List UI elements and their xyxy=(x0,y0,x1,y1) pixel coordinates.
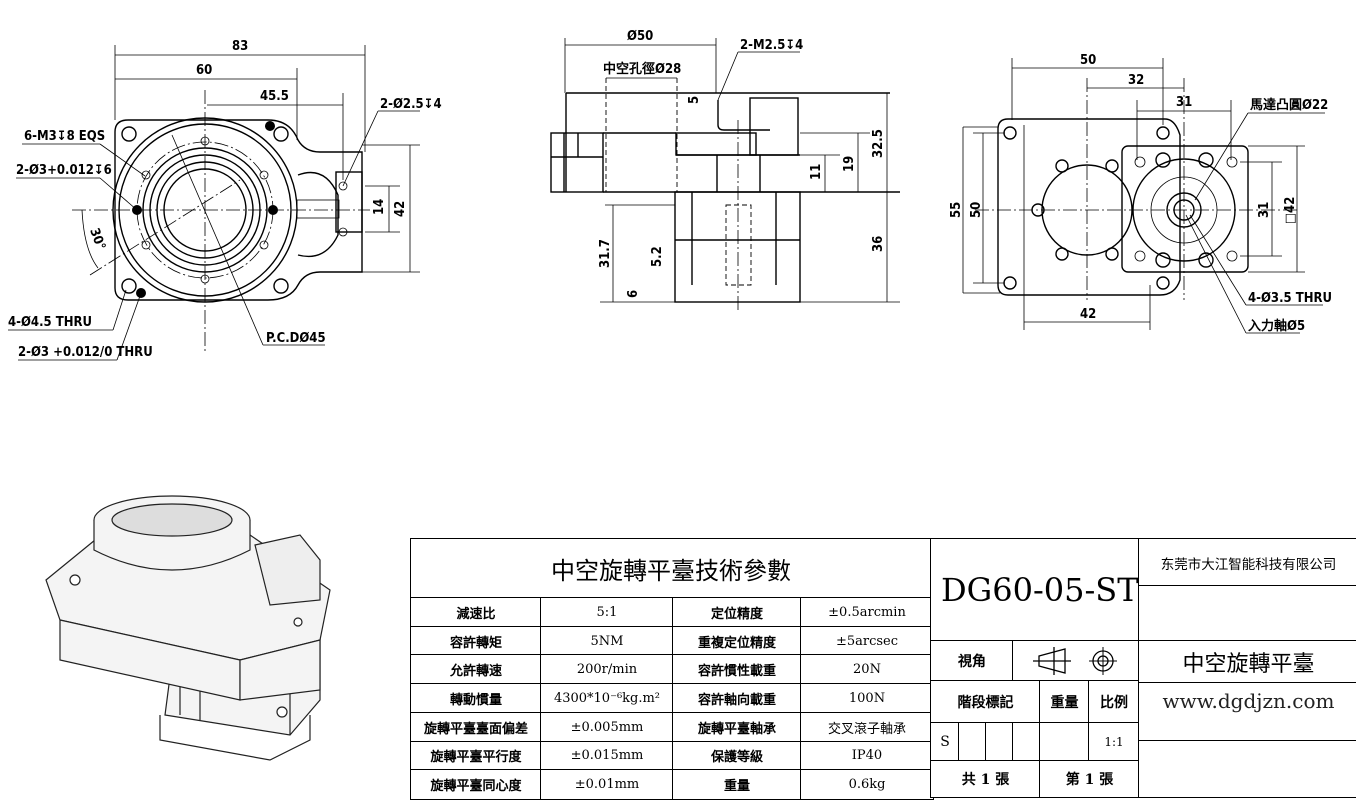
note-input-shaft: 入力軸Ø5 xyxy=(1248,318,1305,334)
spec-value: 4300*10⁻⁶kg.m² xyxy=(540,683,674,714)
dim-dia-50: Ø50 xyxy=(627,29,653,44)
spec-value: ±0.015mm xyxy=(540,740,674,772)
spec-value: 5NM xyxy=(540,625,674,657)
dim-42: 42 xyxy=(1080,307,1096,322)
stage-cell xyxy=(1012,722,1041,762)
dim-square-42: □42 xyxy=(1283,197,1298,224)
spec-value: ±0.5arcmin xyxy=(800,597,934,628)
dim-36: 36 xyxy=(871,236,886,252)
hollow-diameter-label: 中空孔徑Ø28 xyxy=(603,61,681,77)
website-link[interactable]: www.dgdjzn.com xyxy=(1138,682,1356,742)
dim-32: 32 xyxy=(1128,73,1144,88)
sheet-number: 第 1 張 xyxy=(1039,760,1140,798)
dim-14: 14 xyxy=(372,199,387,215)
dim-32-5: 32.5 xyxy=(871,129,886,158)
spec-label: 定位精度 xyxy=(672,597,802,628)
front-view: Ø50 中空孔徑Ø28 2-M2.5↧4 5 32.5 19 11 36 31.… xyxy=(550,29,900,310)
spec-table-title: 中空旋轉平臺技術參數 xyxy=(410,538,932,599)
spec-value: IP40 xyxy=(800,740,934,772)
dim-45-5: 45.5 xyxy=(260,89,289,104)
spec-value: 5:1 xyxy=(540,597,674,628)
spec-label: 轉動慣量 xyxy=(410,683,542,714)
scale-label: 比例 xyxy=(1088,680,1140,724)
dim-19: 19 xyxy=(842,156,857,172)
spec-label: 允許轉速 xyxy=(410,654,542,686)
dim-5: 5 xyxy=(687,96,702,104)
spec-label: 旋轉平臺同心度 xyxy=(410,769,542,800)
dim-31-7: 31.7 xyxy=(598,239,613,268)
blank-cell xyxy=(1138,585,1356,642)
spec-label: 旋轉平臺軸承 xyxy=(672,711,802,743)
projection-symbol xyxy=(1012,640,1140,682)
note-m25-holes: 2-Ø2.5↧4 xyxy=(380,97,442,112)
company-name: 东莞市大江智能科技有限公司 xyxy=(1138,538,1356,587)
spec-label: 容許軸向載重 xyxy=(672,683,802,714)
spec-value: ±5arcsec xyxy=(800,625,934,657)
top-view: 83 60 45.5 14 42 30° 6-M3↧8 EQS 2-Ø3+0.0… xyxy=(8,39,442,361)
spec-label: 重量 xyxy=(672,769,802,800)
dim-50-vertical: 50 xyxy=(969,202,984,218)
spec-label: 減速比 xyxy=(410,597,542,628)
sheets-total: 共 1 張 xyxy=(930,760,1041,798)
bottom-holes xyxy=(1003,126,1238,290)
note-m3-holes: 6-M3↧8 EQS xyxy=(24,129,105,144)
dim-6: 6 xyxy=(626,290,641,298)
spec-label: 旋轉平臺臺面偏差 xyxy=(410,711,542,743)
model-number: DG60-05-ST xyxy=(930,538,1140,642)
stage-label: 階段標記 xyxy=(930,680,1041,724)
stage-cell xyxy=(958,722,987,762)
spec-label: 容許轉矩 xyxy=(410,625,542,657)
dim-42: 42 xyxy=(393,201,408,217)
note-pin-thru: 2-Ø3 +0.012/0 THRU xyxy=(18,345,153,360)
dim-50: 50 xyxy=(1080,53,1096,68)
weight-label: 重量 xyxy=(1039,680,1090,724)
spec-value: ±0.01mm xyxy=(540,769,674,800)
view-angle-label: 視角 xyxy=(930,640,1014,682)
spec-label: 保護等級 xyxy=(672,740,802,772)
note-m25-thread: 2-M2.5↧4 xyxy=(740,38,803,53)
note-pin-holes: 2-Ø3+0.012↧6 xyxy=(16,163,112,178)
dim-55: 55 xyxy=(949,202,964,218)
blank-cell xyxy=(1138,740,1356,798)
stage-cell xyxy=(985,722,1014,762)
note-pcd: P.C.DØ45 xyxy=(266,331,326,346)
dim-60: 60 xyxy=(196,63,212,78)
spec-value: 100N xyxy=(800,683,934,714)
dim-31-vertical: 31 xyxy=(1257,202,1272,218)
note-thru-holes: 4-Ø4.5 THRU xyxy=(8,315,92,330)
note-thru-holes-35: 4-Ø3.5 THRU xyxy=(1248,291,1332,306)
dim-11: 11 xyxy=(809,164,824,180)
note-motor-boss: 馬達凸圓Ø22 xyxy=(1250,97,1328,113)
stage-value: S xyxy=(930,722,960,762)
product-name: 中空旋轉平臺 xyxy=(1138,640,1356,684)
spec-label: 旋轉平臺平行度 xyxy=(410,740,542,772)
spec-value: ±0.005mm xyxy=(540,711,674,743)
scale-value: 1:1 xyxy=(1088,722,1140,762)
spec-label: 容許慣性載重 xyxy=(672,654,802,686)
spec-label: 重複定位精度 xyxy=(672,625,802,657)
third-angle-projection-icon xyxy=(1033,647,1117,675)
spec-value: 0.6kg xyxy=(800,769,934,800)
isometric-render xyxy=(45,495,331,761)
dim-5-2: 5.2 xyxy=(650,246,665,267)
dim-83: 83 xyxy=(232,39,248,54)
weight-value xyxy=(1039,722,1090,762)
spec-value: 交叉滾子軸承 xyxy=(800,711,934,743)
dim-31: 31 xyxy=(1176,95,1192,110)
angle-30: 30° xyxy=(86,226,108,252)
spec-value: 20N xyxy=(800,654,934,686)
spec-value: 200r/min xyxy=(540,654,674,686)
bottom-view: 50 32 31 55 50 31 □42 42 馬達凸圓Ø22 4-Ø3.5 … xyxy=(949,53,1332,334)
